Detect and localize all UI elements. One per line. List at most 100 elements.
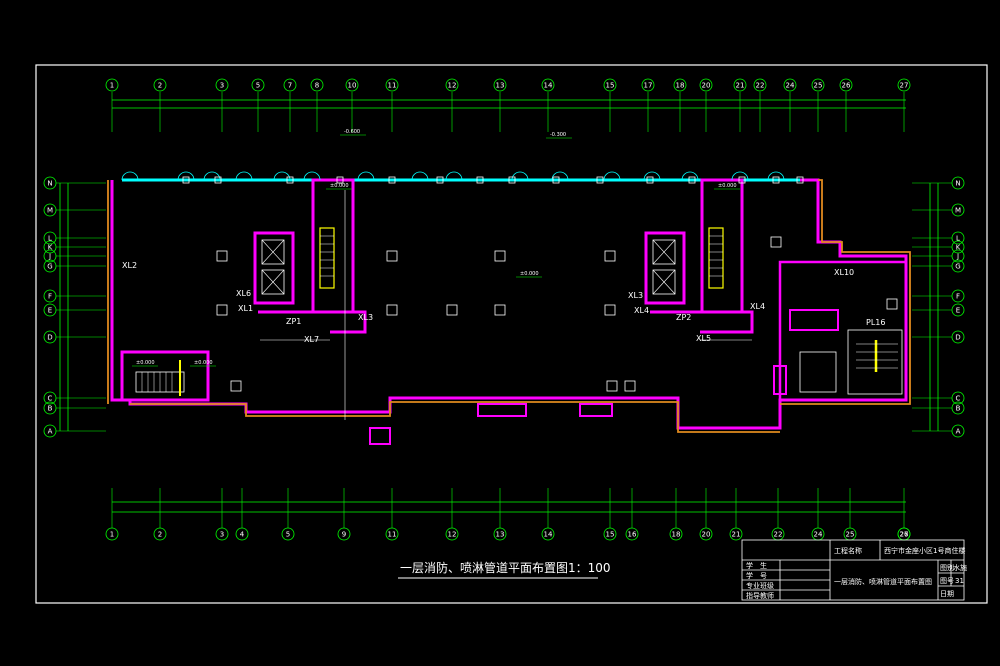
axis-left-L-label: L xyxy=(48,235,52,243)
axis-right-J: J xyxy=(951,249,965,263)
level-tag: -0.600 xyxy=(344,129,360,135)
level-tags: -0.600-0.300±0.000±0.000±0.000±0.000±0.0… xyxy=(132,129,740,367)
axis-bottom-4: 4 xyxy=(235,527,249,541)
axis-bottom-22-label: 22 xyxy=(774,531,783,539)
axis-right-E-label: E xyxy=(956,307,960,315)
axis-bottom-3: 3 xyxy=(215,527,229,541)
axis-bottom-1-label: 1 xyxy=(110,531,114,539)
axis-top-3: 3 xyxy=(215,78,229,92)
pipe-tag: XL4 xyxy=(750,302,765,311)
pipe-tag: XL5 xyxy=(696,334,711,343)
stair-bottom-left xyxy=(120,350,210,402)
axis-top-25-label: 25 xyxy=(814,82,823,90)
axis-bottom-24-label: 24 xyxy=(814,531,823,539)
axis-bottom-1: 1 xyxy=(105,527,119,541)
axis-bottom-3-label: 3 xyxy=(220,531,224,539)
axis-bottom-16: 16 xyxy=(625,527,639,541)
axis-top-2-label: 2 xyxy=(158,82,162,90)
axis-top-14-label: 14 xyxy=(544,82,553,90)
pipe-tags: XL2XL6XL1ZP1XL7XL3XL3XL4ZP2XL5XL4XL10PL1… xyxy=(122,261,885,344)
fire-main-pipe xyxy=(260,190,752,420)
axis-top-18-label: 18 xyxy=(676,82,685,90)
axis-top-15: 15 xyxy=(603,78,617,92)
title-block-cell-number-label: 图号 xyxy=(940,577,954,585)
axis-top-5: 5 xyxy=(251,78,265,92)
axis-right-B: B xyxy=(951,401,965,415)
axis-right-L: L xyxy=(951,231,965,245)
pipe-tag: XL3 xyxy=(358,313,373,322)
stair-core-left xyxy=(311,178,355,314)
axis-bottom-16-label: 16 xyxy=(628,531,637,539)
axis-right-C: C xyxy=(951,391,965,405)
axis-left-F: F xyxy=(43,289,57,303)
axis-top-3-label: 3 xyxy=(220,82,224,90)
title-block-cell-date-label: 日期 xyxy=(940,590,954,598)
title-block-row-number: 学 号 xyxy=(746,571,767,580)
right-core xyxy=(644,178,754,334)
axis-top-20: 20 xyxy=(699,78,713,92)
level-tag: ±0.000 xyxy=(330,183,349,189)
axis-top-26: 26 xyxy=(839,78,853,92)
axis-right-K: K xyxy=(951,240,965,254)
axis-left-G: G xyxy=(43,259,57,273)
stair-core-right xyxy=(700,178,744,314)
title-block-row-class: 专业班级 xyxy=(746,581,774,590)
facade-doors xyxy=(121,171,804,184)
axis-bottom-5: 5 xyxy=(281,527,295,541)
axis-left-E-label: E xyxy=(48,307,52,315)
axis-bottom-22: 22 xyxy=(771,527,785,541)
axis-top-8-label: 8 xyxy=(315,82,319,90)
axis-bottom-4-label: 4 xyxy=(240,531,245,539)
axis-top-17: 17 xyxy=(641,78,655,92)
axis-right-L-label: L xyxy=(956,235,960,243)
pipe-tag: XL2 xyxy=(122,261,137,270)
axis-bottom-25-label: 25 xyxy=(846,531,855,539)
left-core xyxy=(253,178,367,334)
axis-bottom-20: 20 xyxy=(699,527,713,541)
axis-bottom-9: 9 xyxy=(337,527,351,541)
axis-top-12-label: 12 xyxy=(448,82,457,90)
toilet-stalls xyxy=(789,309,839,331)
axis-bottom-14-label: 14 xyxy=(544,531,553,539)
level-tag: ±0.000 xyxy=(136,360,155,366)
axis-right-B-label: B xyxy=(956,405,961,413)
building-outline xyxy=(107,178,911,445)
axis-bottom-14: 14 xyxy=(541,527,555,541)
axis-right-A: A xyxy=(951,424,965,438)
pipe-tag: XL4 xyxy=(634,306,649,315)
title-block xyxy=(741,539,965,601)
facade-orange-right xyxy=(780,179,911,405)
axis-right-C-label: C xyxy=(956,395,961,403)
axis-left-N: N xyxy=(43,176,57,190)
axis-top-7: 7 xyxy=(283,78,297,92)
axis-bottom-25: 25 xyxy=(843,527,857,541)
axis-left-D-label: D xyxy=(47,334,52,342)
axis-top-25: 25 xyxy=(811,78,825,92)
axis-top-27: 27 xyxy=(897,78,911,92)
axis-right-G: G xyxy=(951,259,965,273)
facade-orange-bottom xyxy=(130,401,780,433)
axis-right-J-label: J xyxy=(956,253,959,261)
axis-left-B: B xyxy=(43,401,57,415)
top-dimension-chain xyxy=(112,99,906,109)
axis-top-17-label: 17 xyxy=(644,82,653,90)
axis-bottom-2: 2 xyxy=(153,527,167,541)
axis-right-N-label: N xyxy=(955,180,960,188)
level-tag: ±0.000 xyxy=(718,183,737,189)
title-block-row-student: 学 生 xyxy=(746,561,767,570)
axis-left-L: L xyxy=(43,231,57,245)
axis-bottom-2-label: 2 xyxy=(158,531,162,539)
axis-bottom-9-label: 9 xyxy=(342,531,346,539)
axis-top-24: 24 xyxy=(783,78,797,92)
axis-left-D: D xyxy=(43,330,57,344)
axis-top-1: 1 xyxy=(105,78,119,92)
title-block-project-name: 西宁市金座小区1号商住楼 xyxy=(884,546,965,555)
axis-bottom-12-label: 12 xyxy=(448,531,457,539)
title-block-row-advisor: 指导教师 xyxy=(746,591,774,600)
pipe-tag: XL1 xyxy=(238,304,253,313)
elevator-shaft-left xyxy=(253,231,295,305)
axis-left-F-label: F xyxy=(48,293,52,301)
pipe-tag: XL6 xyxy=(236,289,251,298)
